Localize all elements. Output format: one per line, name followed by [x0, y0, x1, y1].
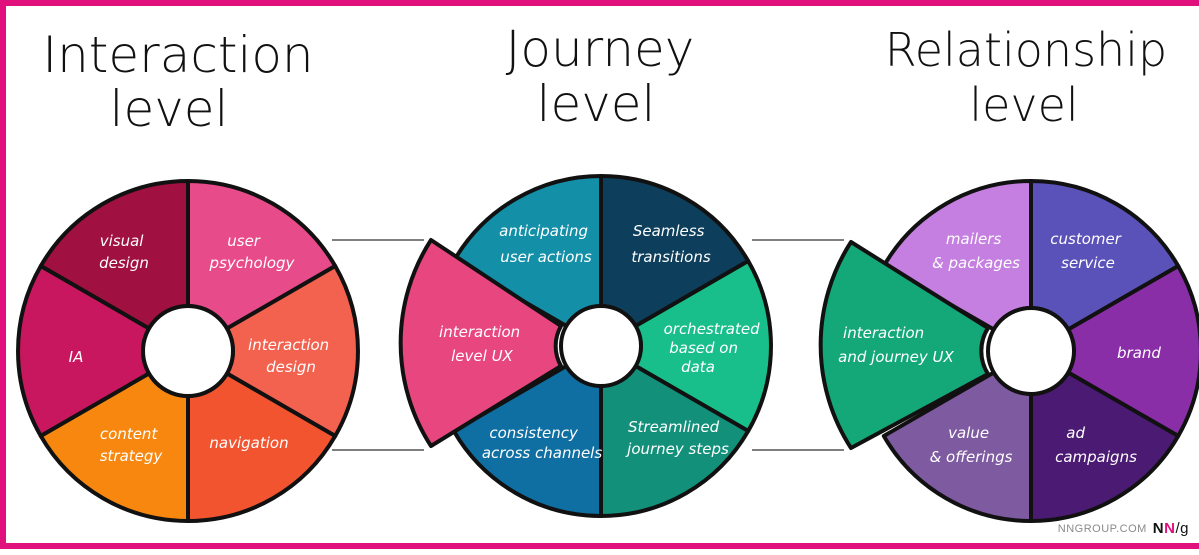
- relationship-wheel-hub: [986, 306, 1076, 396]
- footer-credit: NNGROUP.COM NN/g: [1058, 520, 1189, 537]
- label-content-strategy: content strategy: [100, 425, 164, 465]
- logo-n2: N: [1164, 520, 1176, 537]
- segment-interaction-level-ux: [398, 238, 563, 448]
- label-ad-campaigns: ad campaigns: [1055, 424, 1137, 466]
- title-interaction-line2: level: [110, 80, 229, 138]
- label-anticipating-user-actions: anticipating user actions: [499, 222, 593, 266]
- label-interaction-journey-ux: interaction and journey UX: [838, 324, 954, 366]
- label-interaction-level-ux: interaction level UX: [439, 323, 525, 365]
- label-customer-service: customer service: [1050, 230, 1125, 272]
- title-journey-line1: Journey: [506, 20, 695, 78]
- label-ia: IA: [69, 348, 84, 366]
- label-brand: brand: [1117, 344, 1161, 362]
- label-mailers-packages: mailers & packages: [932, 230, 1020, 272]
- label-visual-design: visual design: [99, 232, 149, 272]
- levels-diagram: Interaction level Journey level Relation…: [16, 20, 1199, 523]
- label-interaction-design: interaction design: [248, 336, 334, 376]
- logo-g: /g: [1175, 520, 1189, 537]
- title-journey-level: Journey level: [506, 20, 695, 133]
- label-seamless-transitions: Seamless transitions: [631, 222, 710, 266]
- title-relationship-line1: Relationship: [885, 23, 1167, 77]
- label-consistency-channels: consistency across channels: [482, 424, 603, 462]
- site-url: NNGROUP.COM: [1057, 522, 1147, 535]
- label-orchestrated: orchestrated based on data: [664, 320, 765, 376]
- journey-wheel: anticipating user actions Seamless trans…: [398, 174, 773, 518]
- segment-interaction-journey-ux: [818, 240, 990, 450]
- title-relationship-line2: level: [969, 78, 1078, 132]
- label-streamlined-steps: Streamlined journey steps: [625, 418, 729, 458]
- title-journey-line2: level: [537, 75, 656, 133]
- title-relationship-level: Relationship level: [885, 23, 1167, 132]
- label-value-offerings: value & offerings: [930, 424, 1013, 466]
- logo-n1: N: [1152, 520, 1165, 537]
- label-navigation: navigation: [209, 434, 288, 452]
- label-user-psychology: user psychology: [209, 232, 296, 272]
- title-interaction-line1: Interaction: [42, 26, 313, 84]
- interaction-wheel: visual design user psychology IA interac…: [16, 179, 360, 523]
- nng-logo: NN/g: [1153, 520, 1189, 537]
- journey-wheel-hub: [559, 304, 643, 388]
- title-interaction-level: Interaction level: [42, 26, 313, 138]
- interaction-wheel-hub: [141, 304, 235, 398]
- relationship-wheel: mailers & packages customer service inte…: [818, 179, 1199, 523]
